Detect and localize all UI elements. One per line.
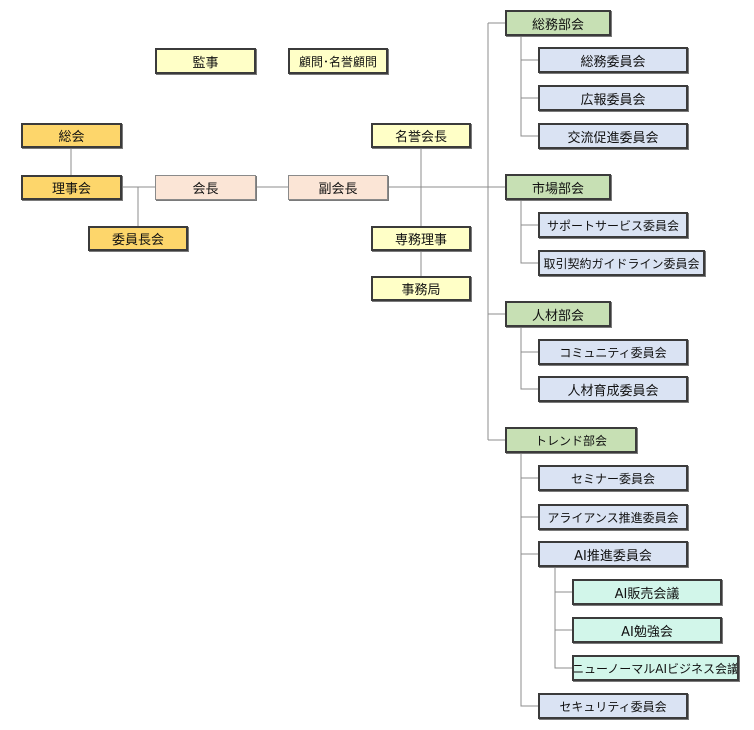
committee-label: コミュニティ委員会: [559, 345, 667, 360]
committee-box: コミュニティ委員会: [538, 339, 688, 365]
meeting-label: ニューノーマルAIビジネス会議: [572, 661, 739, 676]
committee-chairs-label: 委員長会: [111, 233, 164, 248]
committee-label: 人材育成委員会: [567, 383, 659, 399]
president-box: 会長: [155, 175, 256, 200]
dept-label: 市場部会: [531, 181, 584, 197]
dept-human-resources: 人材部会: [505, 301, 611, 327]
meeting-box: AI勉強会: [572, 617, 722, 643]
dept-market: 市場部会: [505, 174, 611, 200]
vice-president-label: 副会長: [318, 182, 358, 197]
advisors-label: 顧問･名誉顧問: [298, 54, 377, 69]
auditor-label: 監事: [192, 55, 219, 71]
honorary-president-box: 名誉会長: [371, 123, 471, 148]
committee-chairs-box: 委員長会: [88, 226, 188, 251]
committee-box: 取引契約ガイドライン委員会: [538, 250, 705, 276]
committee-label: アライアンス推進委員会: [547, 510, 679, 525]
committee-label: 広報委員会: [580, 92, 646, 108]
dept-label: トレンド部会: [534, 433, 607, 448]
committee-box: セミナー委員会: [538, 465, 688, 491]
dept-trend: トレンド部会: [505, 427, 637, 453]
meeting-box: AI販売会議: [572, 579, 722, 605]
general-assembly-box: 総会: [21, 123, 122, 148]
committee-box: アライアンス推進委員会: [538, 504, 688, 530]
honorary-president-label: 名誉会長: [394, 130, 447, 145]
dept-general-affairs: 総務部会: [505, 10, 611, 36]
committee-label: サポートサービス委員会: [546, 218, 679, 233]
advisors-box: 顧問･名誉顧問: [288, 48, 388, 74]
committee-label: 総務委員会: [580, 54, 646, 70]
committee-box: 広報委員会: [538, 85, 688, 111]
meeting-box: ニューノーマルAIビジネス会議: [572, 655, 739, 681]
meeting-label: AI勉強会: [621, 624, 673, 640]
committee-box: 人材育成委員会: [538, 376, 688, 402]
committee-label: AI推進委員会: [574, 548, 652, 564]
dept-label: 総務部会: [531, 17, 584, 33]
committee-label: セミナー委員会: [570, 471, 655, 486]
committee-label: 交流促進委員会: [567, 130, 659, 146]
committee-box: 交流促進委員会: [538, 123, 688, 149]
executive-director-box: 専務理事: [371, 226, 471, 251]
executive-director-label: 専務理事: [394, 233, 447, 248]
general-assembly-label: 総会: [58, 130, 85, 145]
meeting-label: AI販売会議: [614, 586, 680, 602]
dept-label: 人材部会: [531, 308, 584, 324]
committee-label: セキュリティ委員会: [559, 699, 667, 714]
board-box: 理事会: [21, 175, 122, 200]
committee-box-ai: AI推進委員会: [538, 541, 688, 567]
committee-label: 取引契約ガイドライン委員会: [543, 256, 700, 271]
committee-box: サポートサービス委員会: [538, 212, 688, 238]
president-label: 会長: [192, 182, 219, 197]
committee-box: セキュリティ委員会: [538, 693, 688, 719]
committee-box: 総務委員会: [538, 47, 688, 73]
auditor-box: 監事: [155, 48, 256, 74]
secretariat-label: 事務局: [401, 283, 441, 298]
board-label: 理事会: [51, 182, 91, 197]
secretariat-box: 事務局: [371, 276, 471, 301]
vice-president-box: 副会長: [288, 175, 388, 200]
